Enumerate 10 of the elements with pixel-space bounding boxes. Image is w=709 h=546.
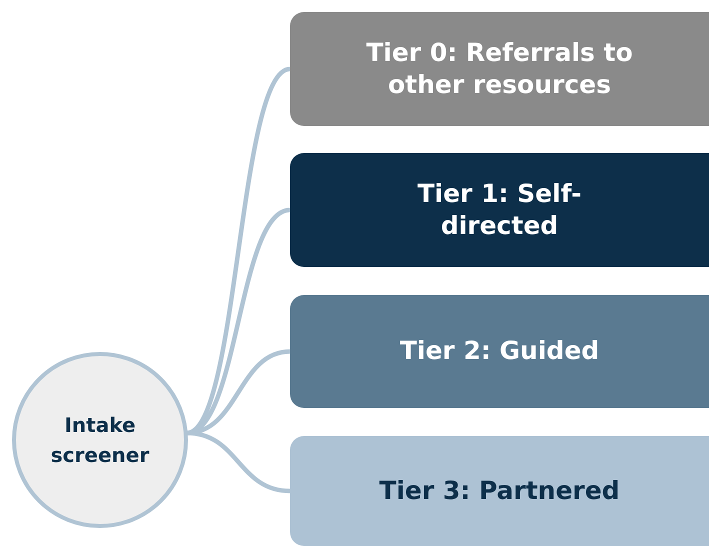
tier-box (290, 12, 709, 126)
node-label: Tier 2: Guided (400, 335, 600, 368)
node-label: Tier 0: Referrals to other resources (365, 36, 634, 101)
tier-box (290, 153, 709, 267)
connector-line (186, 430, 290, 494)
node-label: Intake screener (50, 412, 150, 469)
tier-box (290, 295, 709, 408)
node-label: Tier 1: Self-directed (416, 178, 583, 242)
node-label: Tier 3: Partnered (379, 474, 620, 507)
tier-box (290, 436, 709, 546)
